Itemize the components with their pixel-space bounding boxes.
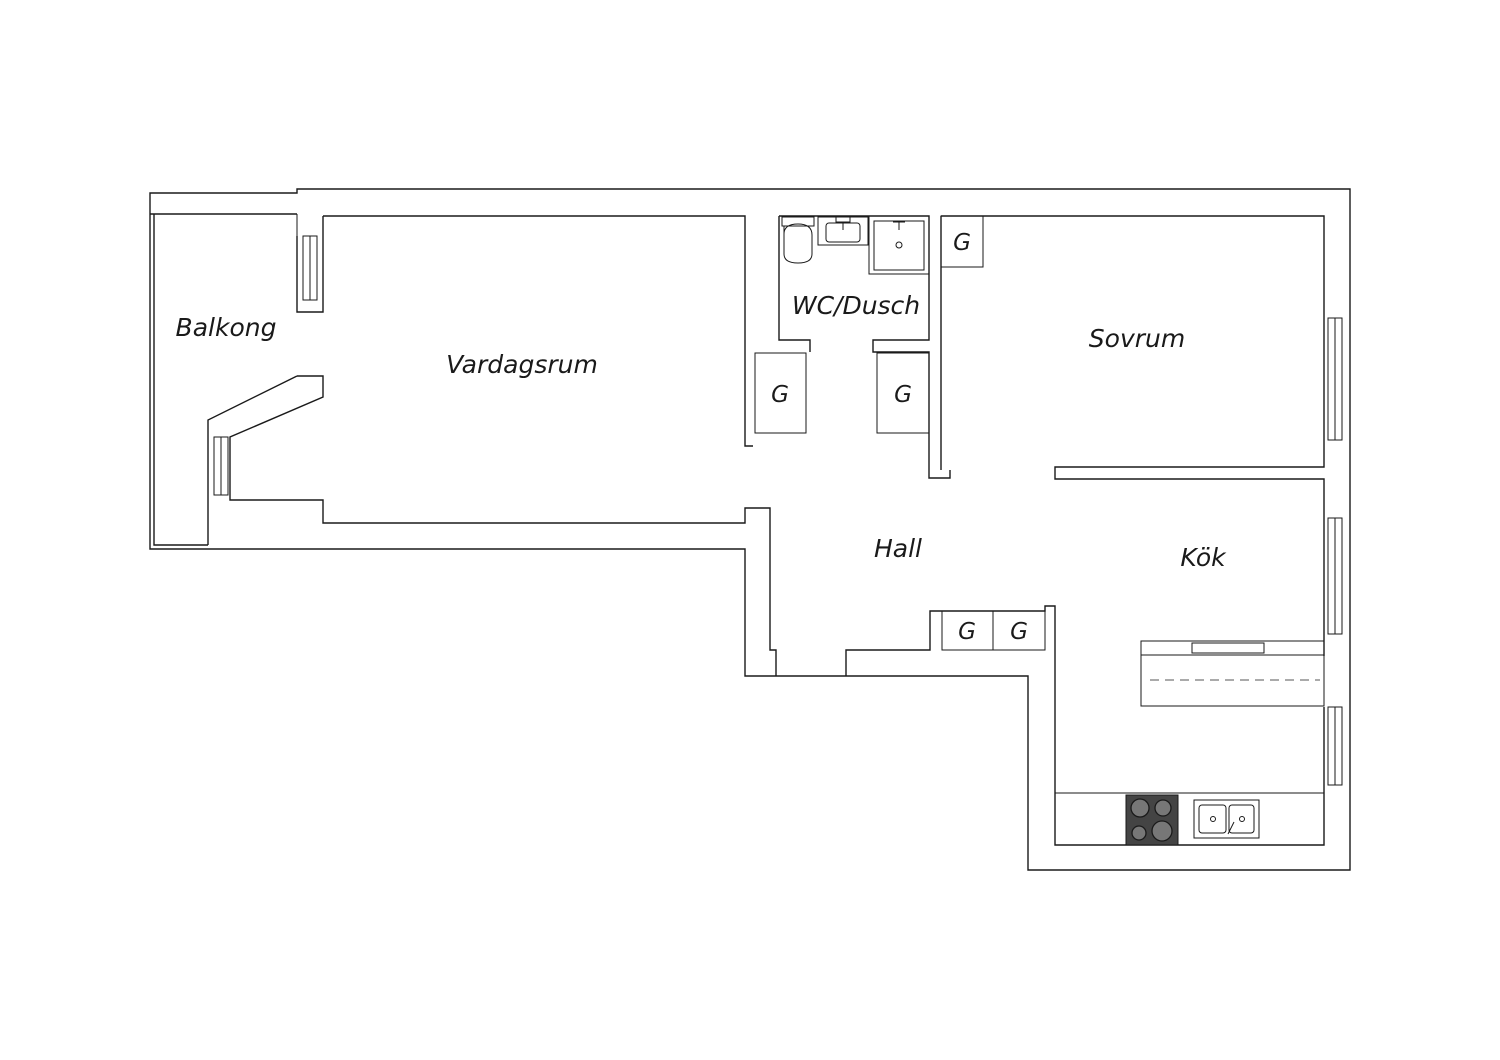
closet-hall-right: G bbox=[876, 352, 930, 434]
sovrum-walls bbox=[941, 215, 1325, 640]
closet-label-hall-bottom-1: G bbox=[958, 619, 976, 645]
outer-walls bbox=[149, 188, 1351, 871]
window-kok-lower bbox=[1327, 706, 1343, 786]
closet-label-hall-right: G bbox=[894, 382, 912, 408]
room-label-kok: Kök bbox=[1180, 543, 1227, 572]
closet-label-hall-bottom-2: G bbox=[1010, 619, 1028, 645]
closet-label-hall-left: G bbox=[771, 382, 789, 408]
window-kok-upper bbox=[1327, 517, 1343, 635]
room-label-hall: Hall bbox=[874, 534, 922, 563]
room-label-vardagsrum: Vardagsrum bbox=[446, 350, 598, 379]
closet-label-sovrum: G bbox=[953, 230, 971, 256]
room-label-wc-dusch: WC/Dusch bbox=[792, 291, 920, 320]
closet-hall-left: G bbox=[754, 352, 807, 434]
kitchen-island bbox=[1140, 640, 1325, 707]
room-label-sovrum: Sovrum bbox=[1089, 324, 1185, 353]
closet-hall-bottom: G G bbox=[941, 610, 1046, 651]
window-sovrum bbox=[1327, 317, 1343, 441]
window-balkong-top bbox=[302, 235, 318, 301]
balkong-area bbox=[153, 214, 298, 546]
hob-icon bbox=[1125, 794, 1179, 846]
kitchen-sink-icon bbox=[1193, 799, 1260, 839]
closet-sovrum: G bbox=[940, 215, 984, 268]
room-label-balkong: Balkong bbox=[176, 313, 277, 342]
vardagsrum-walls bbox=[207, 215, 771, 545]
window-balkong-bottom bbox=[213, 436, 229, 496]
shower-icon bbox=[868, 215, 930, 275]
wash-basin-icon bbox=[817, 216, 869, 246]
toilet-icon bbox=[781, 216, 815, 264]
